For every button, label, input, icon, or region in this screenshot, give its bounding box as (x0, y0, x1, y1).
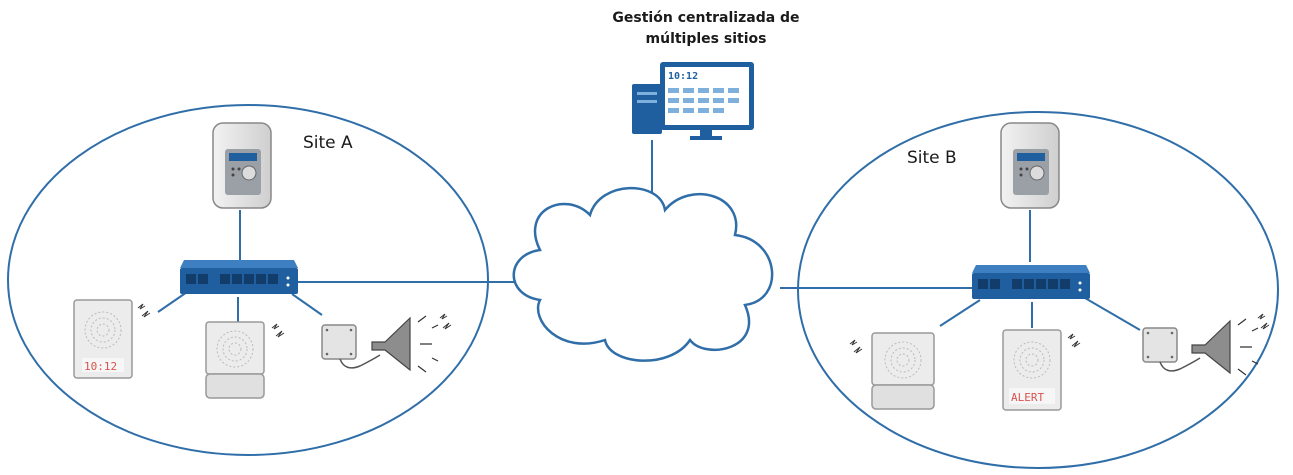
led-display-text: ALERT (1011, 391, 1044, 404)
site-b-boundary (797, 111, 1279, 469)
link-a-switch-horn (291, 293, 323, 316)
diagram-title: Gestión centralizada de múltiples sitios (546, 8, 866, 50)
switch-top (180, 260, 298, 268)
switch-ports (186, 274, 278, 284)
monitor-grid (668, 88, 739, 113)
horn-cable (1159, 357, 1201, 372)
led-display (1009, 388, 1055, 404)
tower-bay-1 (637, 92, 657, 95)
server-tower-icon (632, 84, 662, 134)
speaker-grille (1013, 341, 1051, 379)
sound-wave-icon (417, 315, 439, 373)
speaker-base (205, 373, 265, 399)
site-a-speaker (205, 321, 265, 399)
speaker-icon (205, 321, 265, 375)
site-b-speaker (871, 332, 935, 410)
controller-keypad (1029, 165, 1045, 181)
monitor-base (690, 136, 722, 140)
site-a-controller (212, 122, 272, 209)
monitor-time-text: 10:12 (668, 71, 698, 82)
site-a-boundary (7, 104, 489, 456)
site-a-label: Site A (303, 133, 353, 153)
led-display (82, 358, 124, 372)
sound-wave-icon (1237, 318, 1259, 376)
speaker-icon (871, 332, 935, 386)
sound-wave-icon (271, 323, 285, 338)
site-b-controller (1000, 122, 1060, 209)
controller-lcd (1017, 153, 1045, 161)
speaker-grille (884, 341, 922, 379)
junction-box-icon (321, 324, 357, 360)
speaker-grille (216, 330, 254, 368)
title-line-2: múltiples sitios (645, 31, 767, 47)
site-b-switch (972, 265, 1090, 299)
site-a-display-speaker: 10:12 (73, 299, 133, 379)
sound-wave-icon (1067, 333, 1081, 348)
switch-top (972, 265, 1090, 273)
site-b-horn (1142, 313, 1270, 376)
sound-wave-icon (137, 303, 151, 318)
tower-bay-2 (637, 100, 657, 103)
speaker-base (871, 384, 935, 410)
site-a-switch (180, 260, 298, 294)
monitor-screen (665, 67, 749, 125)
central-workstation: 10:12 (632, 62, 754, 140)
site-a-horn (321, 313, 452, 373)
horn-speaker-icon (1191, 319, 1231, 375)
controller-keypad (241, 165, 257, 181)
link-b-switch-horn (1084, 297, 1141, 331)
led-display-text: 10:12 (84, 360, 117, 373)
monitor-stand (700, 130, 712, 136)
speaker-grille (84, 311, 122, 349)
horn-speaker-icon (371, 316, 411, 372)
site-b-display-speaker: ALERT (1002, 329, 1062, 411)
horn-cable (339, 354, 381, 369)
cloud-icon (512, 186, 774, 362)
controller-lcd (229, 153, 257, 161)
switch-ports (978, 279, 1070, 289)
sound-wave-icon (849, 339, 863, 354)
site-b-label: Site B (907, 148, 957, 168)
title-line-1: Gestión centralizada de (612, 10, 800, 26)
link-b-switch-speaker1 (939, 299, 981, 327)
